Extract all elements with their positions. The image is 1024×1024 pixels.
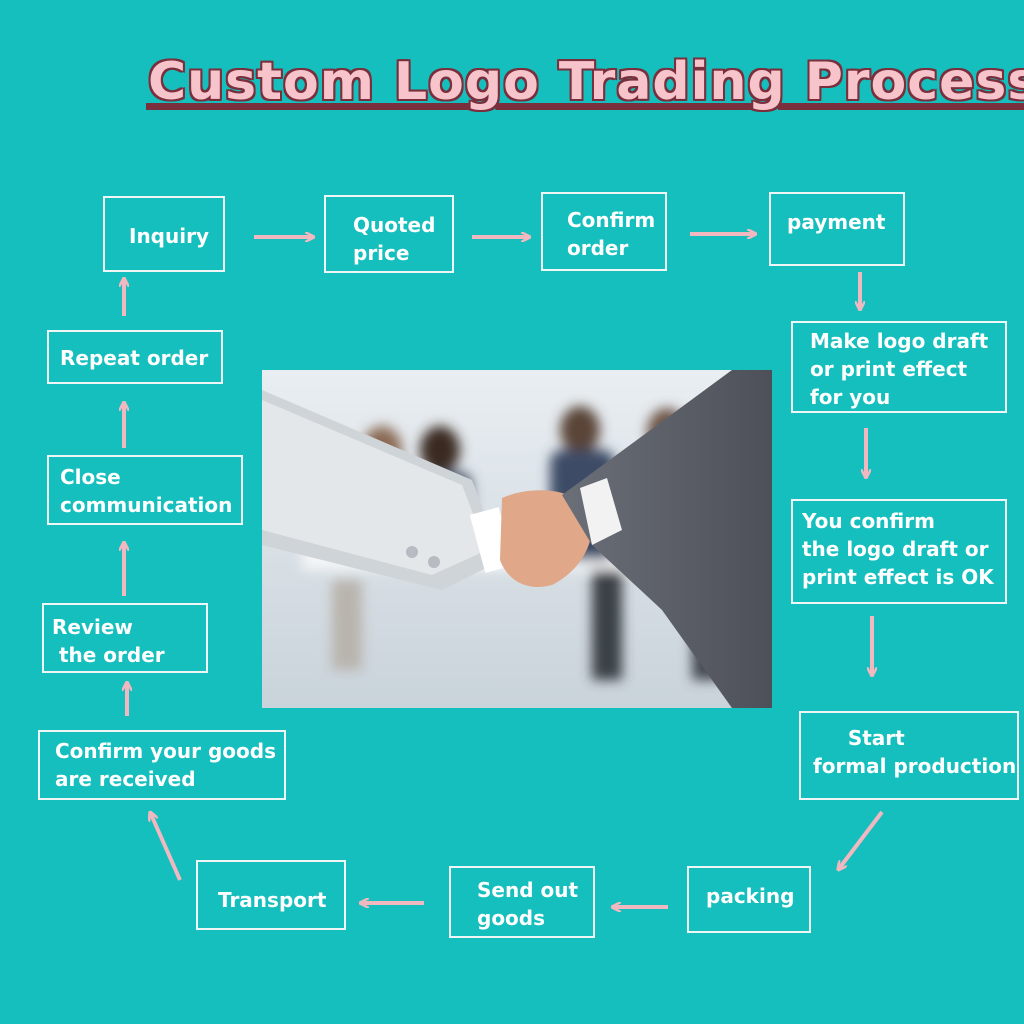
arrow-production-to-packing	[838, 810, 884, 870]
step-start-production: Start formal production	[799, 711, 1019, 800]
diagram-title: Custom Logo Trading Process	[148, 52, 1024, 112]
step-quoted-price: Quoted price	[324, 195, 454, 273]
step-packing: packing	[687, 866, 811, 933]
step-you-confirm-draft: You confirm the logo draft or print effe…	[791, 499, 1007, 604]
arrow-transport-to-received	[150, 812, 182, 881]
step-repeat-order: Repeat order	[47, 330, 223, 384]
step-payment: payment	[769, 192, 905, 266]
step-confirm-order: Confirm order	[541, 192, 667, 271]
step-confirm-goods-received: Confirm your goods are received	[38, 730, 286, 800]
step-send-out-goods: Send out goods	[449, 866, 595, 938]
step-transport: Transport	[196, 860, 346, 930]
step-make-logo-draft: Make logo draft or print effect for you	[791, 321, 1007, 413]
step-inquiry: Inquiry	[103, 196, 225, 272]
handshake-photo	[262, 370, 772, 708]
step-review-order: Review the order	[42, 603, 208, 673]
step-close-communication: Close communication	[47, 455, 243, 525]
